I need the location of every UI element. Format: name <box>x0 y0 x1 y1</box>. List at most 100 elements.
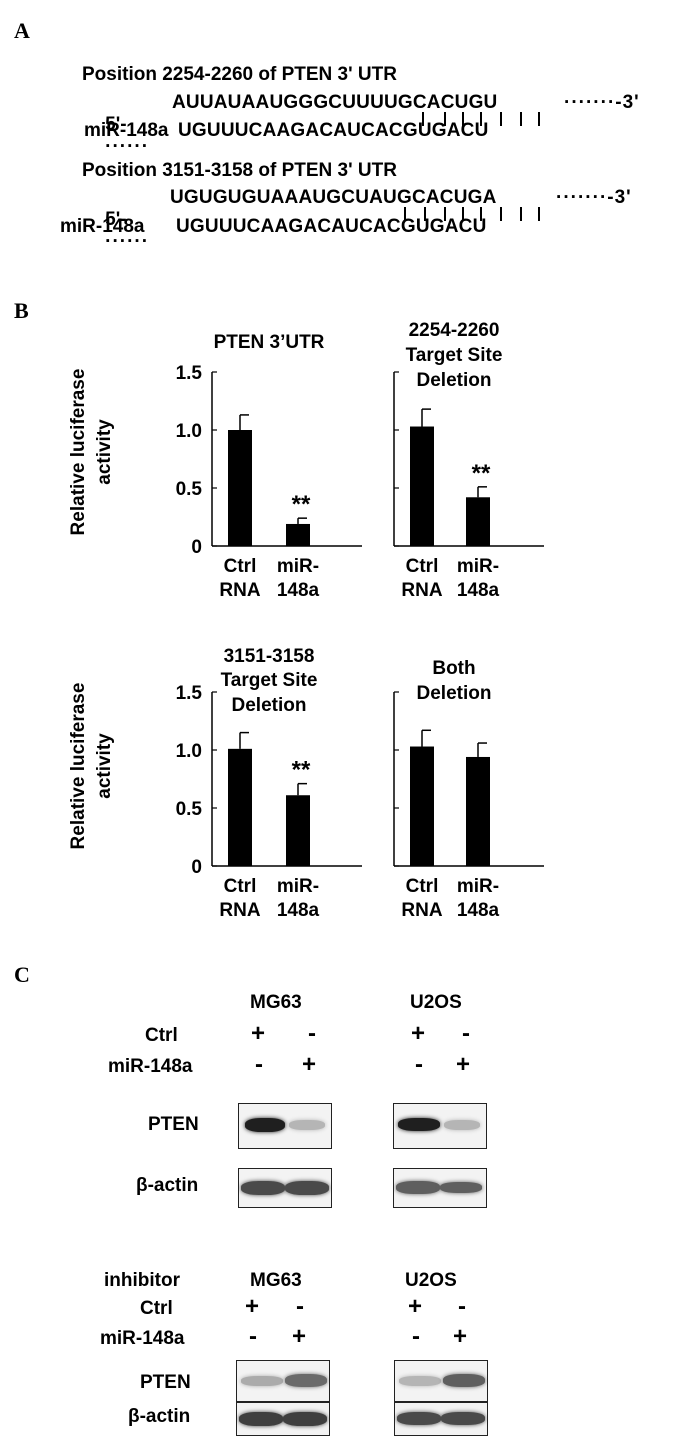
y-tick-label: 1.5 <box>176 683 203 704</box>
sign-mir: - <box>415 1051 423 1078</box>
chart-title-line: Deletion <box>417 683 492 704</box>
x-category-label: miR- <box>457 556 499 577</box>
site1-mir-label: miR-148a <box>84 120 169 141</box>
bar <box>410 426 434 546</box>
y-tick-label: 0.5 <box>176 479 203 500</box>
sign-mir: - <box>249 1323 257 1350</box>
cell-line-u2os: U2OS <box>405 1270 457 1291</box>
x-category-label: 148a <box>277 580 320 601</box>
sign-ctrl: + <box>411 1020 426 1047</box>
site2-lead-dots: ······ <box>105 231 150 252</box>
site2-utr-prefix: 5'- ······ <box>84 187 149 275</box>
x-category-label: miR- <box>277 556 319 577</box>
blot-pten-u2os <box>394 1360 488 1402</box>
chart-title-line: PTEN 3’UTR <box>214 332 325 353</box>
sign-mir: + <box>453 1323 468 1350</box>
bar <box>466 756 490 866</box>
sign-mir: - <box>255 1051 263 1078</box>
band <box>285 1181 329 1195</box>
bar <box>228 430 252 546</box>
ylabel-line1: Relative luciferase <box>68 368 89 536</box>
y-tick-label: 1.0 <box>176 741 202 762</box>
blot-label-actin: β-actin <box>136 1175 199 1196</box>
panel-a-letter: A <box>14 18 30 43</box>
band <box>285 1374 327 1387</box>
bar <box>228 748 252 866</box>
blot-actin-mg63 <box>238 1168 332 1208</box>
band <box>444 1120 480 1130</box>
inhibitor-header: inhibitor <box>104 1270 180 1291</box>
band <box>239 1412 283 1426</box>
sign-ctrl: + <box>245 1293 260 1320</box>
site1-tail: ·······-3' <box>564 92 640 113</box>
band <box>399 1376 441 1386</box>
site2-utr-seq: UGUGUGUAAAUGCUAUGCACUGA <box>170 187 497 208</box>
blot-actin-mg63 <box>236 1402 330 1436</box>
sign-ctrl: + <box>251 1020 266 1047</box>
chart-title-line: Deletion <box>417 370 492 391</box>
band <box>440 1182 482 1193</box>
chart-title-line: 3151-3158 <box>224 646 315 667</box>
ylabel-line1: Relative luciferase <box>68 682 89 850</box>
row-ctrl-label: Ctrl <box>140 1298 173 1319</box>
band <box>245 1118 285 1132</box>
x-category-label: Ctrl <box>406 876 439 897</box>
site1-mir-seq: UGUUUCAAGACAUCACGUGACU <box>178 120 489 141</box>
row-mir-label: miR-148a <box>108 1056 193 1077</box>
panel-b-letter: B <box>14 298 29 323</box>
significance-label: ** <box>472 460 491 487</box>
significance-label: ** <box>292 757 311 784</box>
x-category-label: 148a <box>277 900 320 921</box>
ylabel-line2: activity <box>94 419 115 485</box>
y-tick-label: 1.0 <box>176 421 202 442</box>
band <box>441 1412 485 1425</box>
cell-line-mg63: MG63 <box>250 1270 302 1291</box>
site1-utr-prefix: 5'- ······ <box>84 92 149 180</box>
y-tick-label: 0 <box>191 857 202 878</box>
sign-mir: + <box>292 1323 307 1350</box>
x-category-label: RNA <box>401 580 442 601</box>
y-tick-label: 0.5 <box>176 799 203 820</box>
y-tick-label: 1.5 <box>176 363 203 384</box>
band <box>397 1412 441 1425</box>
band <box>289 1120 325 1130</box>
x-category-label: 148a <box>457 580 500 601</box>
band <box>398 1118 440 1131</box>
chart-title-line: Target Site <box>406 345 503 366</box>
band <box>443 1374 485 1387</box>
chart-title-line: Both <box>432 658 475 679</box>
site2-mir-seq: UGUUUCAAGACAUCACGUGACU <box>176 216 487 237</box>
x-category-label: 148a <box>457 900 500 921</box>
bar <box>410 746 434 866</box>
chart-title-line: Target Site <box>221 670 318 691</box>
site2-tail: ·······-3' <box>556 187 632 208</box>
bar <box>286 795 310 866</box>
row-ctrl-label: Ctrl <box>145 1025 178 1046</box>
site1-lead-dots: ······ <box>105 136 150 157</box>
significance-label: ** <box>292 491 311 518</box>
cell-line-mg63: MG63 <box>250 992 302 1013</box>
sign-mir: - <box>412 1323 420 1350</box>
x-category-label: Ctrl <box>224 556 257 577</box>
panel-c-letter: C <box>14 962 30 987</box>
site1-title: Position 2254-2260 of PTEN 3' UTR <box>82 64 397 85</box>
site2-prefix: 5'- <box>105 209 127 230</box>
x-category-label: Ctrl <box>224 876 257 897</box>
sign-ctrl: - <box>308 1020 316 1047</box>
site1-utr-seq: AUUAUAAUGGGCUUUUGCACUGU <box>172 92 498 113</box>
x-category-label: RNA <box>219 900 260 921</box>
blot-actin-u2os <box>393 1168 487 1208</box>
site2-title: Position 3151-3158 of PTEN 3' UTR <box>82 160 397 181</box>
x-category-label: miR- <box>277 876 319 897</box>
y-tick-label: 0 <box>191 537 202 558</box>
x-category-label: Ctrl <box>406 556 439 577</box>
ylabel-line2: activity <box>94 733 115 799</box>
blot-actin-u2os <box>394 1402 488 1436</box>
row-mir-label: miR-148a <box>100 1328 185 1349</box>
band <box>241 1181 285 1195</box>
band <box>283 1412 327 1426</box>
cell-line-u2os: U2OS <box>410 992 462 1013</box>
